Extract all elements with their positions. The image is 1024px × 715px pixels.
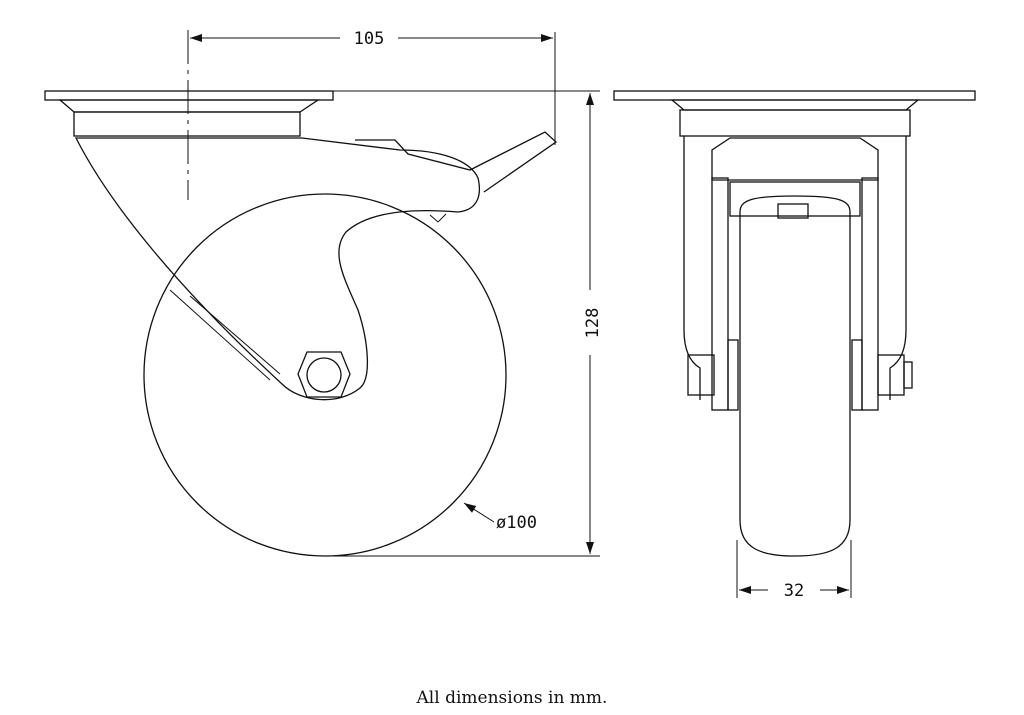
front-axle-washer-left (727, 339, 739, 411)
front-view (613, 90, 976, 557)
dim-32-label: 32 (784, 581, 804, 601)
front-fork-outer (683, 136, 907, 400)
side-fork-edge-1 (169, 289, 271, 381)
dimension-mounting-offset: 105 (190, 29, 556, 145)
front-axle-washer-right (851, 339, 863, 411)
side-swivel-housing (73, 111, 301, 137)
side-brake-pedal (355, 131, 558, 193)
dimension-overall-height: 128 (332, 90, 603, 557)
dim-diameter-label: ø100 (496, 513, 537, 533)
dim-diameter-leader (463, 502, 495, 523)
front-swivel-race (670, 99, 920, 111)
side-top-plate (44, 90, 334, 101)
front-wheel (739, 195, 851, 557)
side-view (44, 30, 558, 557)
dim-105-label: 105 (354, 29, 385, 49)
dimension-wheel-width: 32 (736, 540, 852, 601)
side-axle-nut (297, 351, 351, 398)
side-brake-tab (429, 213, 447, 223)
dimension-wheel-diameter: ø100 (463, 502, 537, 533)
front-axle-nut-right (877, 354, 905, 396)
front-fork-leg-left (711, 177, 729, 411)
front-axle-end (903, 361, 913, 389)
side-axle-bolt (306, 357, 342, 393)
units-note: All dimensions in mm. (416, 688, 608, 708)
front-top-plate (613, 90, 976, 101)
side-wheel (143, 193, 507, 557)
front-fork-leg-right (861, 177, 879, 411)
front-axle-nut-left (687, 354, 715, 396)
front-swivel-housing (679, 109, 911, 137)
front-brake-pad (777, 203, 809, 219)
front-brake-housing (711, 137, 879, 181)
dim-128-label: 128 (583, 308, 603, 339)
side-fork-edge-2 (189, 295, 281, 375)
side-swivel-race (58, 99, 321, 113)
front-brake-block (729, 181, 861, 217)
side-fork (74, 137, 481, 401)
